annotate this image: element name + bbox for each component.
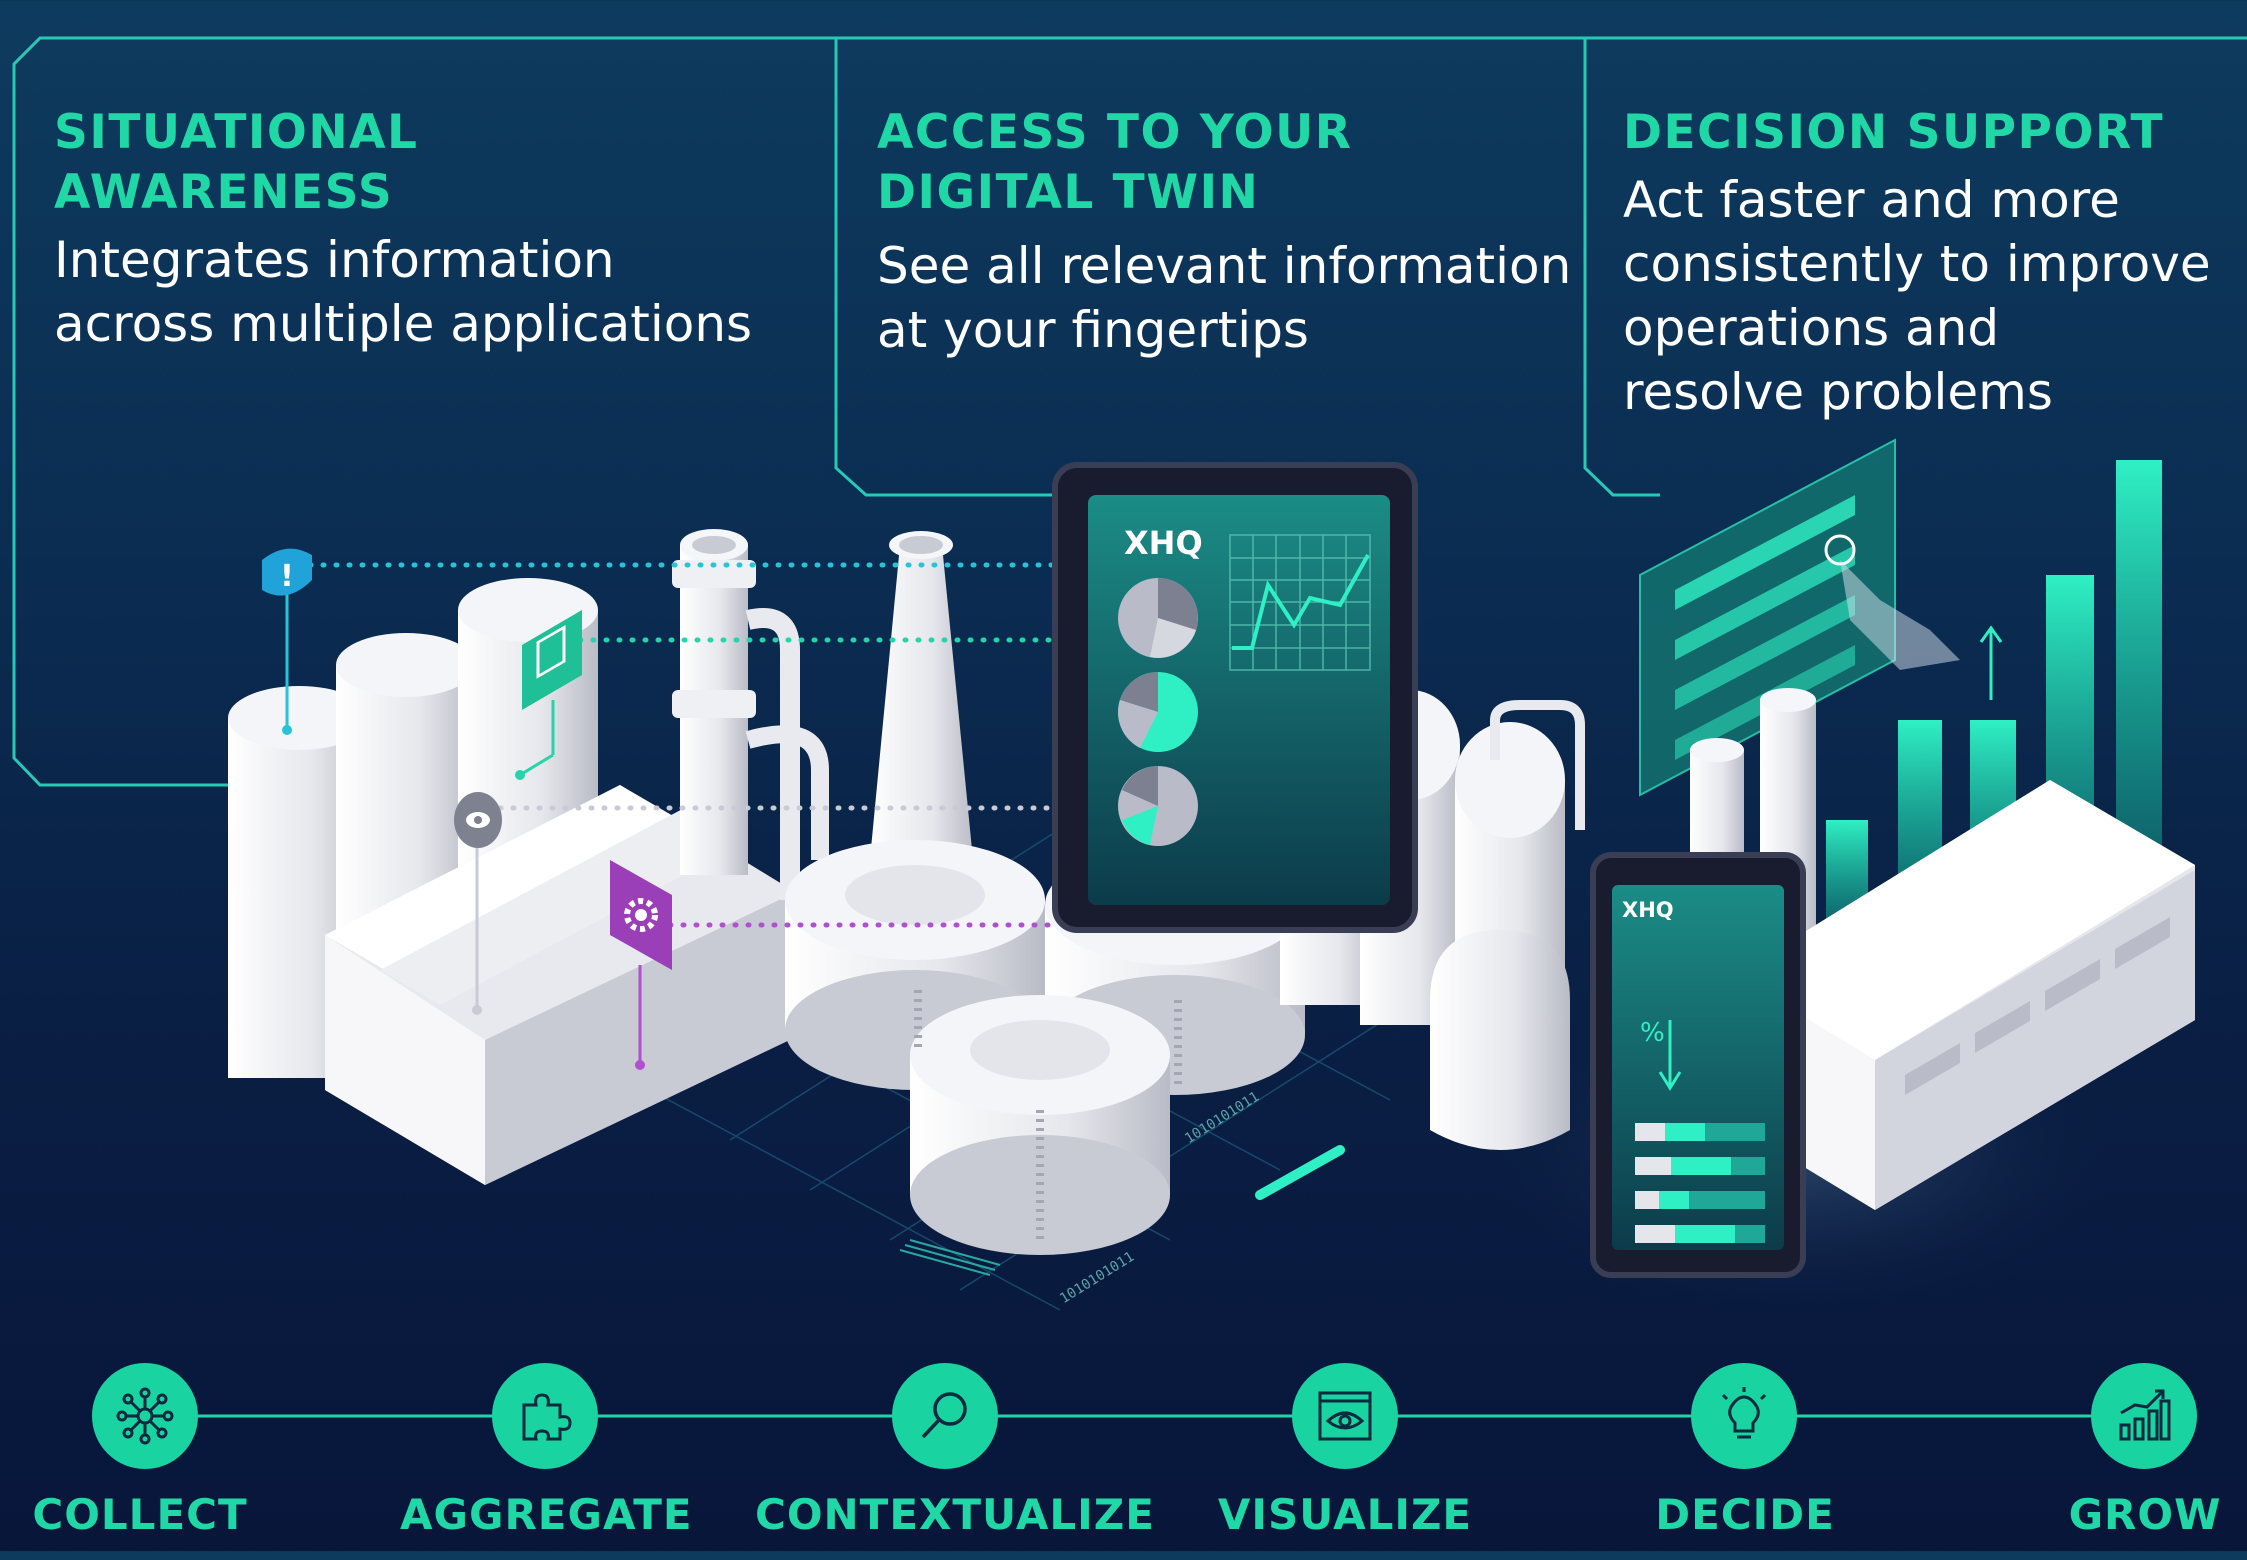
phone-brand: XHQ — [1622, 898, 1674, 922]
network-nodes-icon — [92, 1363, 198, 1469]
panel-description: Act faster and more consistently to impr… — [1623, 168, 2211, 424]
panel-heading-line: DIGITAL TWIN — [877, 165, 1260, 220]
step-label-decide: DECIDE — [1655, 1490, 1835, 1539]
magnifier-icon — [892, 1363, 998, 1469]
panel-heading-line: ACCESS TO YOUR — [877, 105, 1353, 160]
panel-body-line: Act faster and more — [1623, 171, 2120, 229]
chip-marker — [522, 610, 582, 710]
panel-description: Integrates information across multiple a… — [54, 228, 752, 356]
floating-dashboard — [1639, 438, 1960, 797]
puzzle-piece-icon — [492, 1363, 598, 1469]
panel-body-line: resolve problems — [1623, 363, 2053, 421]
tablet — [1052, 462, 1418, 933]
step-label-aggregate: AGGREGATE — [400, 1490, 693, 1539]
svg-text:!: ! — [280, 559, 294, 594]
tablet-brand: XHQ — [1124, 524, 1203, 562]
eye-marker — [454, 792, 502, 848]
panel-heading-line: SITUATIONAL — [54, 105, 419, 160]
bar-chart-growth-icon — [2091, 1363, 2197, 1469]
gear-marker — [610, 860, 672, 970]
panel-body-line: Integrates information — [54, 231, 615, 289]
step-label-contextualize: CONTEXTUALIZE — [755, 1490, 1155, 1539]
factory-right — [1735, 780, 2195, 1210]
panel-body-line: See all relevant information — [877, 237, 1572, 295]
percent-symbol: % — [1640, 1018, 1665, 1048]
lightbulb-icon — [1691, 1363, 1797, 1469]
step-label-visualize: VISUALIZE — [1217, 1490, 1473, 1539]
step-label-collect: COLLECT — [32, 1490, 248, 1539]
phone — [1590, 852, 1806, 1278]
alert-marker: ! — [262, 548, 312, 596]
process-columns — [672, 529, 975, 900]
panel-body-line: consistently to improve — [1623, 235, 2211, 293]
panel-body-line: at your fingertips — [877, 301, 1309, 359]
storage-tanks-left — [228, 578, 598, 1078]
panel-frames — [12, 36, 2247, 787]
factory-left — [325, 785, 800, 1185]
panel-heading: SITUATIONAL AWARENESS — [54, 103, 419, 223]
eye-screen-icon — [1292, 1363, 1398, 1469]
panel-heading: ACCESS TO YOUR DIGITAL TWIN — [877, 103, 1352, 223]
panel-heading: DECISION SUPPORT — [1623, 103, 2164, 163]
panel-heading-line: AWARENESS — [54, 165, 394, 220]
step-label-grow: GROW — [2068, 1490, 2222, 1539]
panel-body-line: across multiple applications — [54, 295, 753, 353]
panel-heading-line: DECISION SUPPORT — [1623, 105, 2165, 160]
panel-description: See all relevant information at your fin… — [877, 234, 1571, 362]
panel-body-line: operations and — [1623, 299, 2000, 357]
